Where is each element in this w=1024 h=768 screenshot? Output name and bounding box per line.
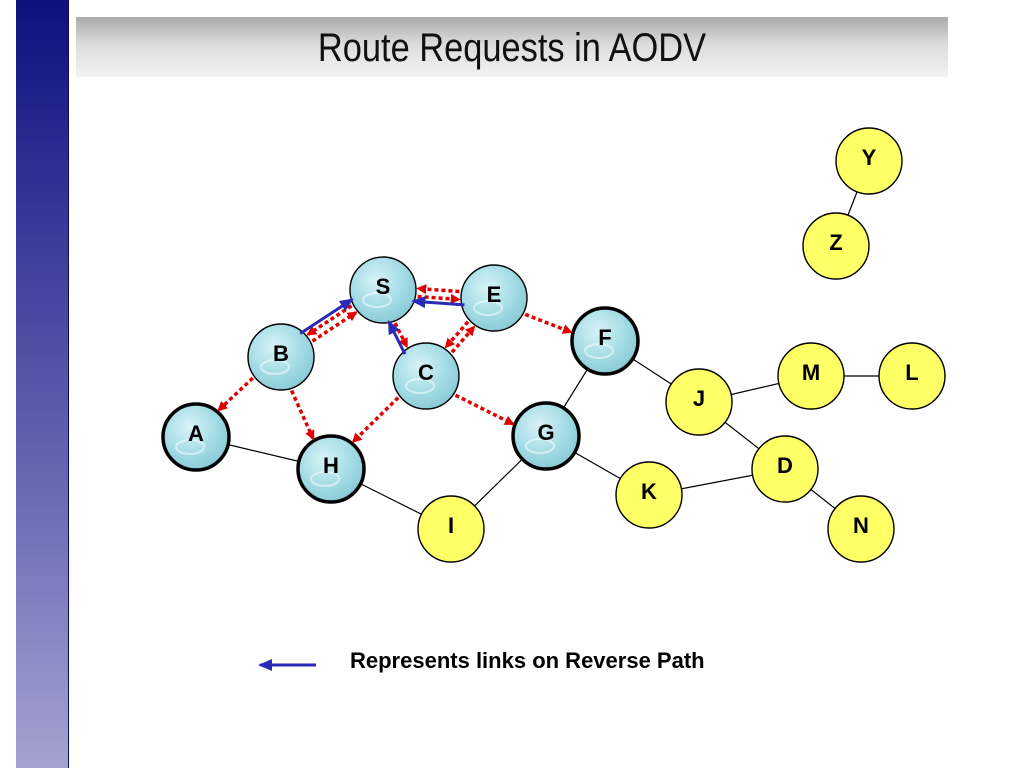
node-circle-k (615, 461, 683, 529)
node-circle-s (349, 256, 417, 324)
node-s: S (349, 256, 417, 324)
node-circle-h (296, 434, 366, 504)
node-label-f: F (598, 325, 611, 350)
node-label-g: G (537, 420, 554, 445)
node-texture-c (405, 378, 435, 394)
node-j: J (665, 368, 733, 436)
rreq-arrow-e-f (524, 312, 573, 334)
node-circle-y (835, 127, 903, 195)
rreq-arrow-b-s (311, 311, 358, 343)
legend-label: Represents links on Reverse Path (350, 648, 705, 673)
node-label-b: B (273, 341, 289, 366)
node-circle-z (802, 212, 870, 280)
node-circle-j (665, 368, 733, 436)
title-banner: Route Requests in AODV (76, 17, 948, 77)
node-f: F (570, 306, 640, 376)
nodes-layer: S E B C A H G F I J K D M L N Y Z (161, 127, 946, 563)
node-circle-c (392, 342, 460, 410)
node-circle-l (878, 342, 946, 410)
node-circle-e (460, 264, 528, 332)
node-texture-h (310, 471, 340, 487)
node-label-n: N (853, 513, 869, 538)
node-texture-s (362, 292, 392, 308)
node-label-l: L (905, 360, 918, 385)
node-label-d: D (777, 453, 793, 478)
slide-sidebar-decoration (16, 0, 69, 768)
node-texture-f (584, 343, 614, 359)
node-g: G (511, 401, 581, 471)
rreq-arrow-b-h (290, 389, 315, 441)
rreq-arrow-e-s (416, 284, 460, 295)
node-z: Z (802, 212, 870, 280)
node-circle-i (417, 495, 485, 563)
node-circle-g (511, 401, 581, 471)
node-label-c: C (418, 360, 434, 385)
node-label-z: Z (829, 230, 842, 255)
node-h: H (296, 434, 366, 504)
node-n: N (827, 495, 895, 563)
node-circle-m (777, 342, 845, 410)
node-i: I (417, 495, 485, 563)
reverse-links-layer (299, 296, 465, 355)
node-label-s: S (376, 274, 391, 299)
node-circle-f (570, 306, 640, 376)
node-texture-a (175, 439, 205, 455)
node-b: B (247, 323, 315, 391)
node-l: L (878, 342, 946, 410)
node-circle-d (751, 435, 819, 503)
node-label-k: K (641, 479, 657, 504)
broadcast-arrows-layer (217, 284, 573, 444)
node-label-j: J (693, 386, 705, 411)
node-circle-n (827, 495, 895, 563)
node-label-m: M (802, 360, 820, 385)
reverse-link-b-s (299, 298, 354, 335)
rreq-arrow-s-e (417, 293, 461, 304)
rreq-arrow-b-a (217, 376, 254, 412)
node-label-h: H (323, 453, 339, 478)
reverse-link-e-s (411, 296, 465, 309)
node-circle-b (247, 323, 315, 391)
node-texture-b (260, 359, 290, 375)
slide-title: Route Requests in AODV (317, 26, 707, 70)
node-e: E (460, 264, 528, 332)
node-label-i: I (448, 513, 454, 538)
node-texture-e (473, 300, 503, 316)
node-texture-g (525, 438, 555, 454)
rreq-arrow-s-c (393, 322, 409, 349)
node-c: C (392, 342, 460, 410)
node-d: D (751, 435, 819, 503)
reverse-link-c-s (387, 319, 407, 355)
rreq-arrow-c-h (351, 396, 400, 444)
node-label-y: Y (862, 145, 877, 170)
node-k: K (615, 461, 683, 529)
rreq-arrow-e-c (444, 320, 470, 349)
node-a: A (161, 402, 231, 472)
rreq-arrow-c-g (454, 393, 515, 426)
rreq-arrow-c-e (450, 325, 476, 354)
node-circle-a (161, 402, 231, 472)
node-y: Y (835, 127, 903, 195)
node-label-a: A (188, 421, 204, 446)
node-label-e: E (487, 282, 502, 307)
node-m: M (777, 342, 845, 410)
